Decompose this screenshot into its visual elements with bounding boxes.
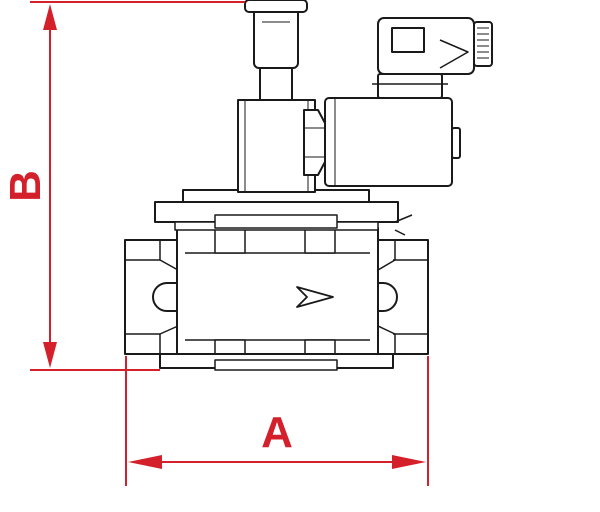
coil-nut: [303, 109, 327, 176]
coil-housing: [324, 97, 453, 187]
dimension-b-label: B: [1, 170, 50, 202]
armature-tube: [237, 99, 316, 193]
solenoid-coil: [324, 17, 493, 187]
operator-assembly: [237, 0, 327, 193]
valve-body: [124, 189, 429, 371]
connector-window: [391, 27, 425, 53]
cable-gland: [473, 21, 493, 67]
flow-direction-arrow: [296, 286, 334, 308]
dimension-b-bottom-arrow: [43, 342, 57, 368]
right-port: [377, 239, 429, 355]
dimension-a-left-arrow: [128, 455, 162, 469]
dimension-a-right-arrow: [392, 455, 426, 469]
stem-neck: [259, 67, 293, 101]
dimension-a-label: A: [261, 408, 293, 457]
dimension-lines: [30, 1, 429, 486]
central-body: [176, 227, 379, 365]
dimension-b-top-arrow: [43, 4, 57, 30]
manual-knob: [253, 7, 299, 69]
